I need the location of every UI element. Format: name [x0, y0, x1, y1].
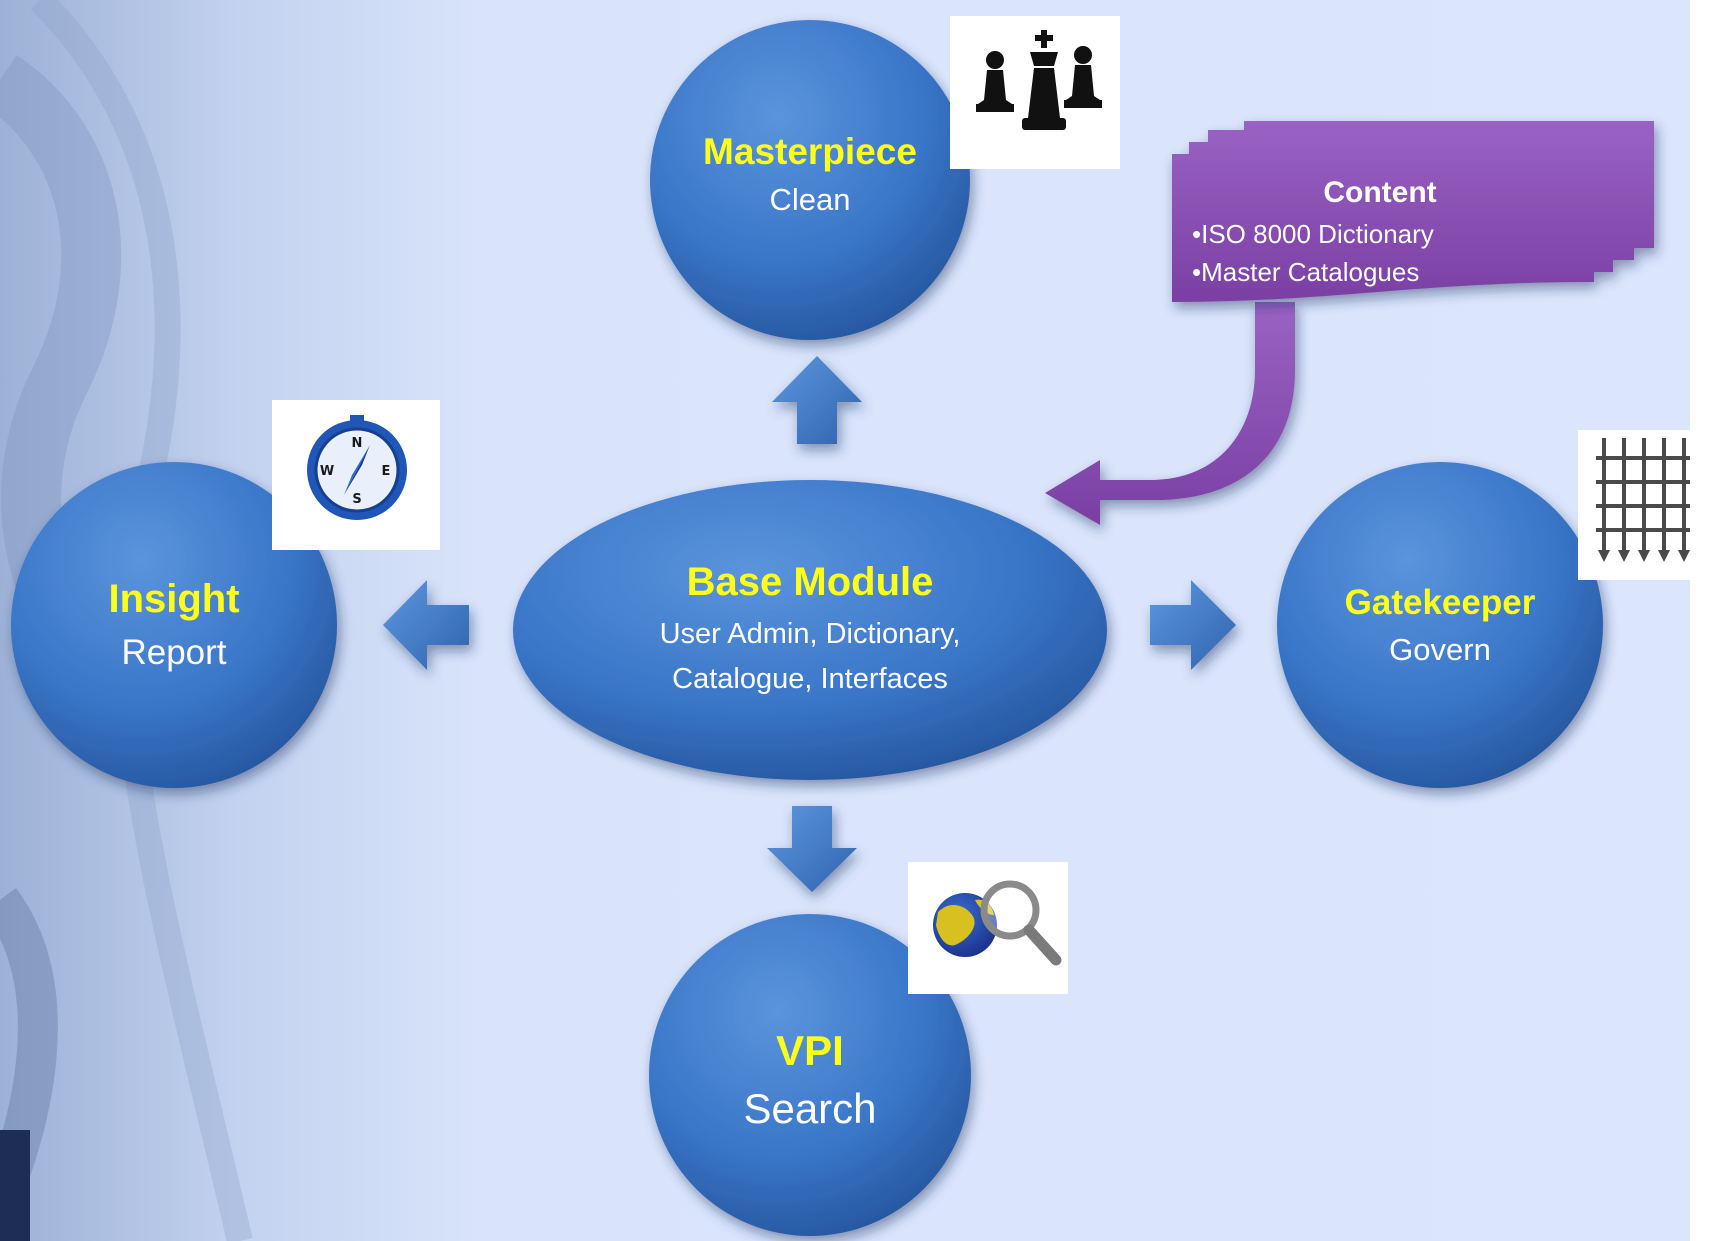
- content-connector-arrow: [1045, 302, 1295, 525]
- vpi-subtitle: Search: [743, 1085, 876, 1132]
- base-module-line-2: Catalogue, Interfaces: [672, 663, 948, 695]
- globe-magnifier-icon: [908, 862, 1068, 994]
- masterpiece-subtitle: Clean: [770, 182, 851, 217]
- vpi-title: VPI: [776, 1027, 844, 1074]
- arrow-right-to-gatekeeper: [1150, 580, 1236, 670]
- portcullis-gate-icon: [1578, 430, 1709, 580]
- svg-text:N: N: [352, 436, 363, 451]
- svg-text:W: W: [320, 464, 334, 479]
- svg-text:S: S: [352, 492, 361, 507]
- right-edge-strip: [1690, 0, 1709, 1241]
- base-module-node[interactable]: Base Module User Admin, Dictionary, Cata…: [513, 480, 1107, 780]
- insight-subtitle: Report: [121, 633, 226, 672]
- base-module-line-1: User Admin, Dictionary,: [660, 618, 961, 650]
- content-box-shape: [1172, 121, 1654, 302]
- svg-text:E: E: [382, 464, 391, 479]
- insight-title: Insight: [108, 577, 239, 621]
- gatekeeper-circle: [1277, 462, 1603, 788]
- left-edge-corner: [0, 1130, 30, 1241]
- content-item-master-catalogues: •Master Catalogues: [1192, 257, 1419, 287]
- arrow-left-to-insight: [383, 580, 469, 670]
- arrow-down-to-vpi: [767, 806, 857, 892]
- vpi-circle: [649, 914, 971, 1236]
- insight-node[interactable]: Insight Report: [11, 462, 337, 788]
- arrow-up-to-masterpiece: [772, 356, 862, 444]
- chess-pieces-icon: [950, 16, 1120, 169]
- compass-icon: N S W E: [272, 400, 440, 550]
- content-item-iso-dictionary: •ISO 8000 Dictionary: [1192, 219, 1434, 249]
- content-title: Content: [1323, 176, 1436, 209]
- vpi-node[interactable]: VPI Search: [649, 914, 971, 1236]
- masterpiece-node[interactable]: Masterpiece Clean: [650, 20, 970, 340]
- insight-circle: [11, 462, 337, 788]
- base-module-ellipse: [513, 480, 1107, 780]
- masterpiece-circle: [650, 20, 970, 340]
- base-module-title: Base Module: [687, 560, 934, 604]
- content-box: [1172, 121, 1654, 302]
- masterpiece-title: Masterpiece: [703, 131, 917, 172]
- gatekeeper-title: Gatekeeper: [1345, 583, 1536, 622]
- gatekeeper-subtitle: Govern: [1389, 632, 1491, 667]
- gatekeeper-node[interactable]: Gatekeeper Govern: [1277, 462, 1603, 788]
